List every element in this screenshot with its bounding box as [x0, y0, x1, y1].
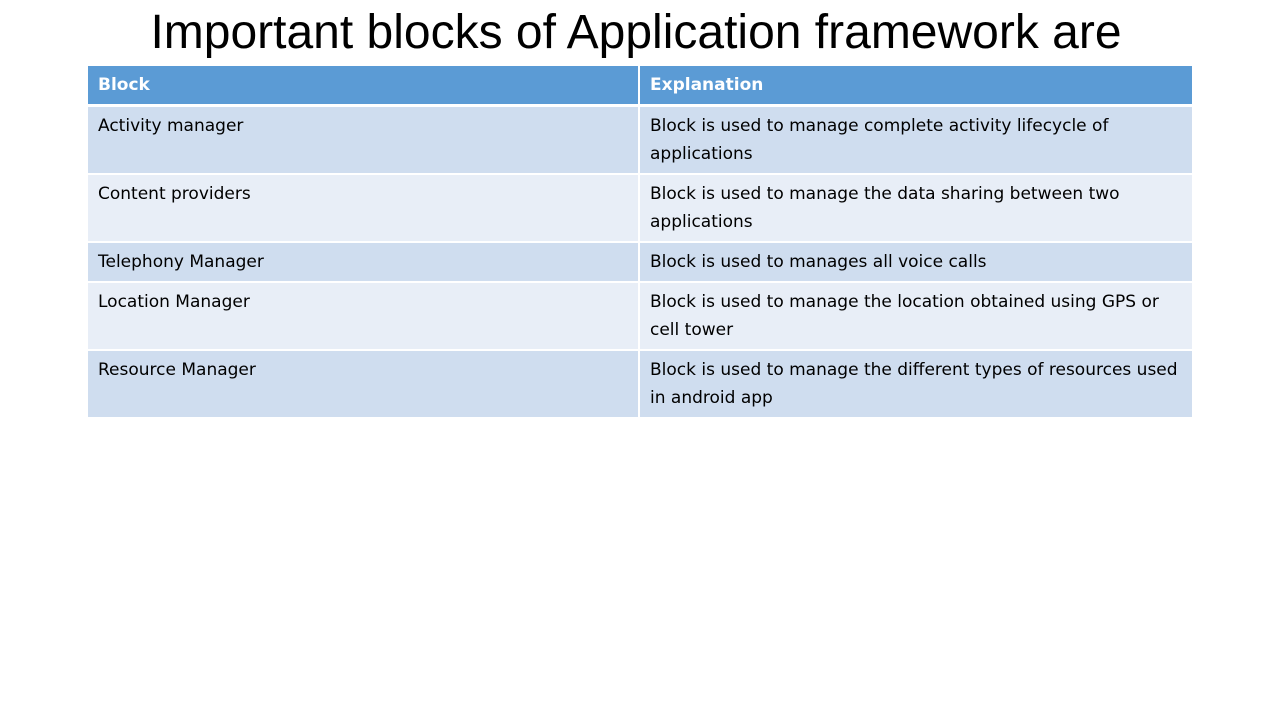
header-block: Block: [88, 66, 640, 107]
explanation-cell: Block is used to manage complete activit…: [639, 105, 1192, 175]
table-header-row: Block Explanation: [88, 66, 1192, 107]
table-row: Activity manager Block is used to manage…: [88, 105, 1192, 175]
explanation-cell: Block is used to manage the data sharing…: [639, 174, 1192, 243]
explanation-cell: Block is used to manage the location obt…: [639, 282, 1192, 351]
block-name-cell: Telephony Manager: [88, 242, 640, 283]
block-name-cell: Activity manager: [88, 105, 640, 175]
blocks-table: Block Explanation Activity manager Block…: [88, 66, 1192, 419]
table-row: Telephony Manager Block is used to manag…: [88, 242, 1192, 283]
table-row: Location Manager Block is used to manage…: [88, 282, 1192, 351]
explanation-cell: Block is used to manage the different ty…: [639, 350, 1192, 419]
slide-title: Important blocks of Application framewor…: [150, 6, 1122, 59]
block-name-cell: Resource Manager: [88, 350, 640, 419]
table-row: Resource Manager Block is used to manage…: [88, 350, 1192, 419]
block-name-cell: Content providers: [88, 174, 640, 243]
table-row: Content providers Block is used to manag…: [88, 174, 1192, 243]
header-explanation: Explanation: [639, 66, 1192, 107]
block-name-cell: Location Manager: [88, 282, 640, 351]
explanation-cell: Block is used to manages all voice calls: [639, 242, 1192, 283]
